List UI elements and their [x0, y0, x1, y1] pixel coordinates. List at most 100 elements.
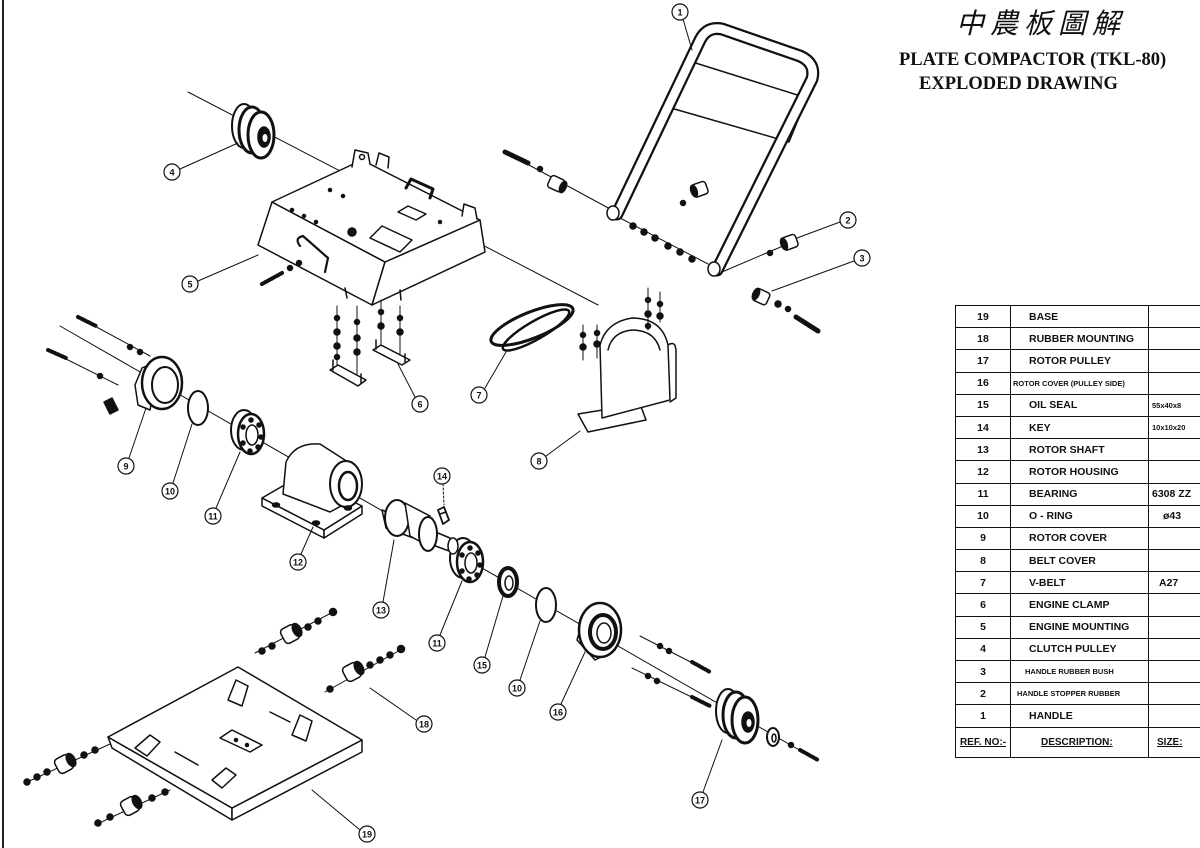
callout-leaders-shape [545, 430, 581, 457]
part-11-bearing-pulley-side-shape [475, 550, 481, 556]
callout-5-label: 5 [187, 280, 192, 290]
part-18-rubber-mounting-shape [376, 656, 384, 664]
part-5-engine-mounting-shape [301, 213, 307, 219]
part-9-rotor-cover-shape [151, 366, 179, 404]
part-5-engine-mounting [257, 149, 486, 306]
part-19-base-shape [174, 751, 199, 766]
callout-19-shape [358, 825, 376, 843]
part-16-rotor-cover-pulley-side-shape [690, 660, 712, 674]
size: 6308 ZZ [1148, 482, 1200, 506]
base-rubber-mounts-shape [80, 751, 88, 759]
size [1148, 593, 1200, 617]
callout-10: 10 [161, 482, 179, 500]
part-10-o-ring-pulley-side-shape [535, 587, 557, 623]
base-rubber-mounts-shape [148, 794, 156, 802]
handle-bolts-washers [502, 149, 821, 334]
part-19-base-shape [291, 714, 313, 742]
part-15-oil-seal-shape [504, 575, 514, 591]
size: 10x10x20 [1148, 415, 1200, 440]
part-19-base-shape [269, 711, 291, 723]
part-11-bearing-shape [245, 424, 259, 446]
part-12-rotor-housing-shape [337, 470, 359, 502]
part-5-engine-mounting-shape [404, 177, 435, 200]
part-16-rotor-cover-pulley-side-shape [596, 622, 612, 644]
part-12-rotor-housing [261, 443, 363, 539]
part-6-engine-clamp-shape [333, 328, 341, 336]
ref-no: 1 [955, 704, 1011, 728]
part-8-belt-cover-shape [667, 342, 677, 403]
part-1-handle-shape [707, 261, 721, 277]
handle-bolts-washers-shape [651, 234, 659, 242]
part-10-o-ring-shape [187, 390, 209, 426]
part-14-key-shape [437, 506, 450, 525]
description: V-BELT [1010, 571, 1149, 595]
ref-no: 6 [955, 593, 1011, 617]
part-18-rubber-mounting-shape [386, 651, 394, 659]
callout-13: 13 [372, 601, 390, 619]
size: 55x40x8 [1148, 393, 1200, 417]
callout-1: 1 [671, 3, 689, 21]
description: BEARING [1010, 482, 1149, 506]
handle-bolts-washers-shape [502, 149, 531, 166]
description: HANDLE [1010, 704, 1149, 728]
part-16-rotor-cover-pulley-side-shape [653, 677, 661, 685]
description: CLUTCH PULLEY [1010, 637, 1149, 662]
part-19-base-shape [211, 767, 237, 789]
part-8-belt-cover-shape [593, 329, 601, 337]
part-9-rotor-cover-shape [126, 343, 134, 351]
callout-19: 19 [358, 825, 376, 843]
callout-leaders-shape [382, 539, 395, 603]
callout-16-label: 16 [553, 708, 563, 718]
description: OIL SEAL [1010, 393, 1149, 417]
exploded-drawing-shape: 1 2 3 4 5 6 7 8 9 10 11 12 13 14 11 15 1… [23, 3, 871, 843]
part-1-handle-shape [606, 205, 620, 221]
part-10-o-ring [187, 390, 209, 426]
part-5-engine-mounting-shape [344, 287, 348, 299]
part-11-bearing-pulley-side-shape [464, 552, 478, 574]
ref-no: 19 [955, 304, 1011, 329]
part-16-rotor-cover-pulley-side-shape [588, 613, 618, 651]
ref-no: 16 [955, 371, 1011, 395]
callout-1-shape [671, 3, 689, 21]
base-rubber-mounts-shape [161, 788, 169, 796]
size [1148, 349, 1200, 373]
part-18-rubber-mounting-shape [258, 647, 266, 655]
part-9-rotor-cover-shape [136, 348, 144, 356]
part-18-rubber-mounting-shape [396, 644, 406, 654]
part-18-rubber-mounting-shape [314, 617, 322, 625]
ref-no: 12 [955, 460, 1011, 484]
callout-11-pulley-side: 11 [428, 634, 446, 652]
part-5-engine-mounting-shape [369, 225, 413, 253]
part-6-engine-clamp-shape [333, 342, 341, 350]
part-11-bearing-pulley-side-shape [466, 576, 472, 582]
part-8-belt-cover-shape [599, 317, 671, 419]
drawing-subtitle: EXPLODED DRAWING [919, 74, 1118, 94]
size [1148, 549, 1200, 573]
part-16-rotor-cover-pulley-side-shape [656, 642, 664, 650]
part-8-belt-cover-shape [607, 329, 661, 351]
callout-leaders-shape [442, 483, 445, 506]
callout-leaders-shape [682, 18, 693, 51]
callout-leaders-shape [439, 580, 463, 636]
part-2-handle-stopper-rubber [689, 180, 799, 251]
part-8-belt-cover-shape [579, 343, 587, 351]
part-18-rubber-mounting-shape [353, 660, 365, 676]
part-11-bearing-shape [240, 424, 246, 430]
part-16-rotor-cover-pulley-side-shape [690, 695, 712, 708]
part-11-bearing-shape [248, 417, 254, 423]
ref-no: 9 [955, 526, 1011, 551]
description: ROTOR COVER (PULLEY SIDE) [1010, 371, 1149, 395]
size [1148, 704, 1200, 728]
part-17-rotor-pulley-shape [766, 727, 780, 747]
callout-3: 3 [853, 249, 871, 267]
part-16-rotor-cover-pulley-side-shape [644, 672, 652, 680]
